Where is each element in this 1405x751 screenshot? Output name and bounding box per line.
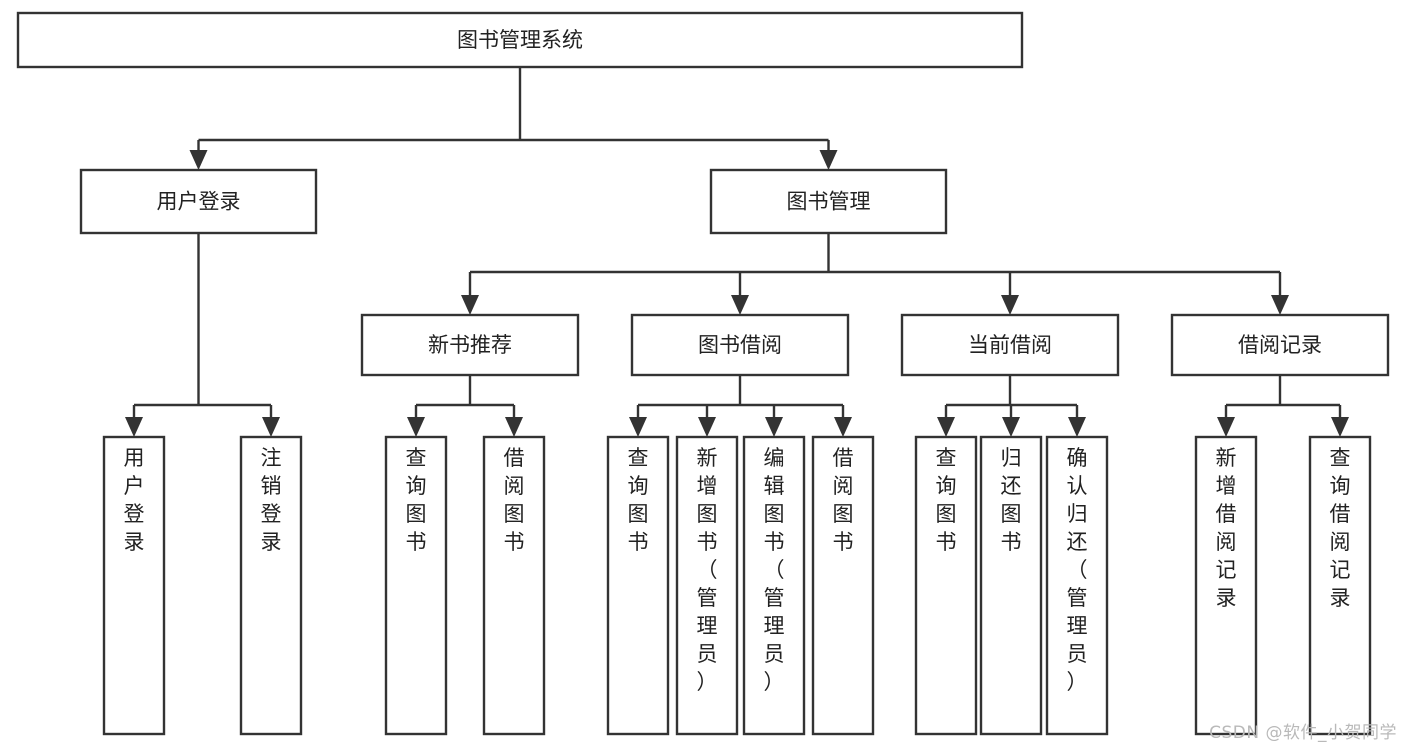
node-leaf-query-book-1[interactable]: 查询图书: [384, 435, 448, 736]
arrow-head-icon: [629, 417, 647, 437]
node-box-user-login[interactable]: [79, 168, 318, 235]
arrow-head-icon: [819, 150, 838, 170]
arrow-head-icon: [698, 417, 716, 437]
node-box-root[interactable]: [16, 11, 1024, 69]
node-box-leaf-borrow-book-1[interactable]: [482, 435, 546, 736]
edge-group-borrow-record: [1217, 375, 1349, 437]
arrow-head-icon: [765, 417, 783, 437]
node-label-new-book-recommend: 新书推荐: [428, 333, 512, 357]
node-box-leaf-confirm-return[interactable]: [1045, 435, 1109, 736]
node-layer: 图书管理系统用户登录图书管理新书推荐图书借阅当前借阅借阅记录用户登录注销登录查询…: [16, 11, 1390, 736]
watermark-label: CSDN @软件_小贺同学: [1209, 723, 1397, 743]
node-leaf-confirm-return[interactable]: 确认归还（管理员）: [1045, 435, 1109, 736]
node-book-borrow[interactable]: 图书借阅: [630, 313, 850, 377]
edge-group-book-manage: [461, 233, 1289, 315]
arrow-head-icon: [505, 417, 523, 437]
node-box-leaf-query-record[interactable]: [1308, 435, 1372, 736]
arrow-head-icon: [1271, 295, 1289, 315]
node-label-leaf-user-logout: 注销登录: [261, 446, 282, 554]
node-box-current-borrow[interactable]: [900, 313, 1120, 377]
arrow-head-icon: [937, 417, 955, 437]
node-new-book-recommend[interactable]: 新书推荐: [360, 313, 580, 377]
node-label-leaf-query-book-3: 查询图书: [936, 446, 957, 554]
arrow-head-icon: [834, 417, 852, 437]
node-box-leaf-return-book[interactable]: [979, 435, 1043, 736]
edge-group-user-login: [125, 233, 280, 437]
node-label-leaf-borrow-book-2: 借阅图书: [833, 446, 854, 554]
node-label-book-manage: 图书管理: [787, 190, 871, 214]
arrow-head-icon: [1002, 417, 1020, 437]
node-root[interactable]: 图书管理系统: [16, 11, 1024, 69]
node-label-borrow-record: 借阅记录: [1238, 333, 1322, 357]
node-box-leaf-user-login[interactable]: [102, 435, 166, 736]
node-label-root: 图书管理系统: [457, 28, 583, 52]
node-label-leaf-query-book-2: 查询图书: [628, 446, 649, 554]
arrow-head-icon: [189, 150, 208, 170]
node-leaf-borrow-book-1[interactable]: 借阅图书: [482, 435, 546, 736]
node-leaf-query-book-3[interactable]: 查询图书: [914, 435, 978, 736]
arrow-head-icon: [407, 417, 425, 437]
node-leaf-add-book[interactable]: 新增图书（管理员）: [675, 435, 739, 736]
node-leaf-query-book-2[interactable]: 查询图书: [606, 435, 670, 736]
arrow-head-icon: [1068, 417, 1086, 437]
node-label-leaf-add-book: 新增图书（管理员）: [697, 446, 718, 694]
node-box-book-borrow[interactable]: [630, 313, 850, 377]
arrow-head-icon: [461, 295, 479, 315]
node-label-leaf-query-record: 查询借阅记录: [1330, 446, 1351, 610]
node-label-leaf-add-record: 新增借阅记录: [1216, 446, 1237, 610]
node-box-leaf-add-book[interactable]: [675, 435, 739, 736]
node-leaf-borrow-book-2[interactable]: 借阅图书: [811, 435, 875, 736]
node-box-leaf-query-book-2[interactable]: [606, 435, 670, 736]
node-box-leaf-borrow-book-2[interactable]: [811, 435, 875, 736]
connector-layer: [125, 67, 1349, 437]
node-box-leaf-query-book-1[interactable]: [384, 435, 448, 736]
node-label-leaf-return-book: 归还图书: [1001, 446, 1022, 554]
node-borrow-record[interactable]: 借阅记录: [1170, 313, 1390, 377]
node-current-borrow[interactable]: 当前借阅: [900, 313, 1120, 377]
node-leaf-query-record[interactable]: 查询借阅记录: [1308, 435, 1372, 736]
node-label-leaf-edit-book: 编辑图书（管理员）: [764, 446, 785, 694]
node-leaf-add-record[interactable]: 新增借阅记录: [1194, 435, 1258, 736]
node-user-login[interactable]: 用户登录: [79, 168, 318, 235]
arrow-head-icon: [125, 417, 143, 437]
node-book-manage[interactable]: 图书管理: [709, 168, 948, 235]
node-leaf-edit-book[interactable]: 编辑图书（管理员）: [742, 435, 806, 736]
node-label-leaf-confirm-return: 确认归还（管理员）: [1067, 446, 1088, 694]
edge-group-root: [189, 67, 838, 170]
node-leaf-user-logout[interactable]: 注销登录: [239, 435, 303, 736]
arrow-head-icon: [262, 417, 280, 437]
edge-group-new-book-recommend: [407, 375, 523, 437]
node-box-leaf-query-book-3[interactable]: [914, 435, 978, 736]
node-leaf-return-book[interactable]: 归还图书: [979, 435, 1043, 736]
arrow-head-icon: [1331, 417, 1349, 437]
node-leaf-user-login[interactable]: 用户登录: [102, 435, 166, 736]
edge-group-current-borrow: [937, 375, 1086, 437]
node-box-book-manage[interactable]: [709, 168, 948, 235]
node-box-leaf-edit-book[interactable]: [742, 435, 806, 736]
node-box-leaf-user-logout[interactable]: [239, 435, 303, 736]
node-label-leaf-query-book-1: 查询图书: [406, 446, 427, 554]
node-label-leaf-borrow-book-1: 借阅图书: [504, 446, 525, 554]
node-label-current-borrow: 当前借阅: [968, 333, 1052, 357]
node-label-book-borrow: 图书借阅: [698, 333, 782, 357]
arrow-head-icon: [1217, 417, 1235, 437]
arrow-head-icon: [1001, 295, 1019, 315]
node-label-user-login: 用户登录: [157, 190, 241, 214]
node-box-borrow-record[interactable]: [1170, 313, 1390, 377]
node-label-leaf-user-login: 用户登录: [124, 446, 145, 554]
node-box-new-book-recommend[interactable]: [360, 313, 580, 377]
node-box-leaf-add-record[interactable]: [1194, 435, 1258, 736]
edge-group-book-borrow: [629, 375, 852, 437]
arrow-head-icon: [731, 295, 749, 315]
